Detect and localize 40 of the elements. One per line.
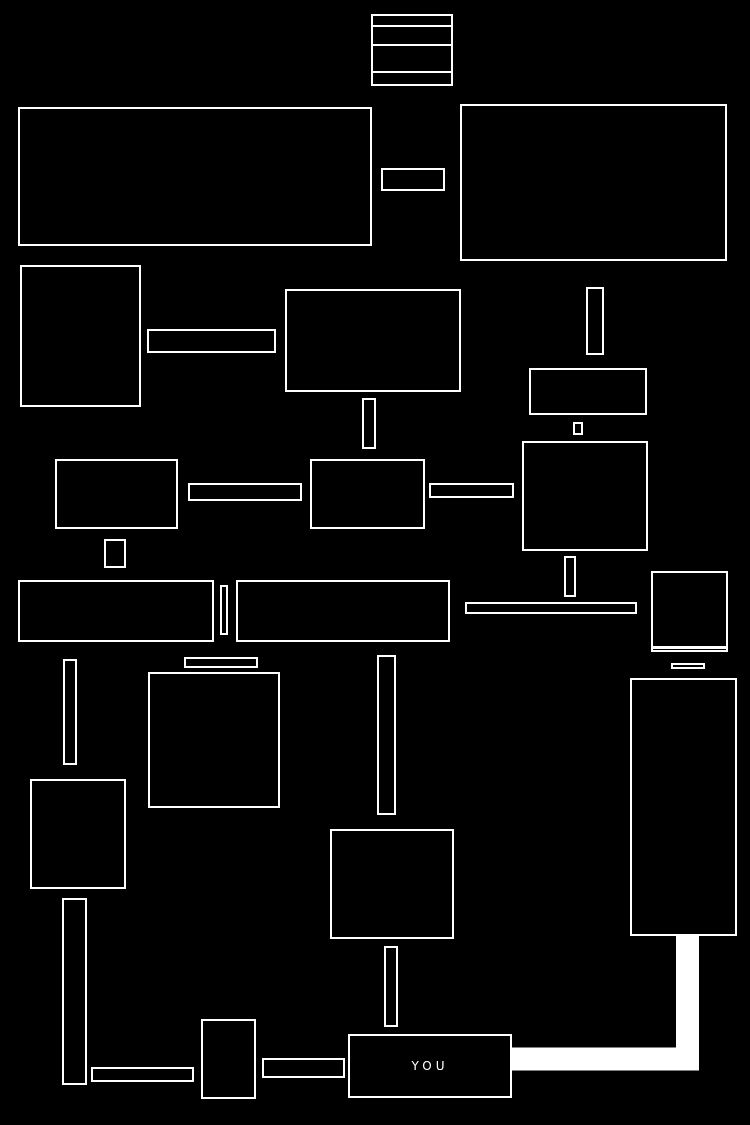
- room-outline: [371, 14, 453, 86]
- corridor-outline: [573, 422, 583, 435]
- room-outline: [522, 441, 648, 551]
- corridor-outline: [564, 556, 576, 597]
- room-outline: [460, 104, 727, 261]
- room-outline: [18, 580, 214, 642]
- corridor-outline: [63, 659, 77, 765]
- room-outline: [55, 459, 178, 529]
- corridor-outline: [377, 655, 396, 815]
- room-outline: [330, 829, 454, 939]
- room-outline: [348, 1034, 512, 1098]
- corridor-outline: [62, 898, 87, 1085]
- room-outline: [651, 571, 728, 648]
- corridor-outline: [188, 483, 302, 501]
- corridor-outline: [362, 398, 376, 449]
- room-outline: [236, 580, 450, 642]
- corridor-outline: [184, 657, 258, 668]
- corridor-outline: [671, 663, 705, 669]
- room-outline: [148, 672, 280, 808]
- room-outline: [529, 368, 647, 415]
- corridor-outline: [651, 647, 728, 652]
- corridor-outline: [91, 1067, 194, 1082]
- room-outline: [285, 289, 461, 392]
- corridor-outline: [262, 1058, 345, 1078]
- corridor-outline: [384, 946, 398, 1027]
- corridor-outline: [465, 602, 637, 614]
- location-label: YOU: [411, 1059, 449, 1073]
- room-outline: [20, 265, 141, 407]
- room-outline: [310, 459, 425, 529]
- corridor-outline: [429, 483, 514, 498]
- corridor-outline: [104, 539, 126, 568]
- room-outline: [630, 678, 737, 936]
- room-outline: [18, 107, 372, 246]
- corridor-outline: [381, 168, 445, 191]
- corridor-outline: [586, 287, 604, 355]
- room-outline: [30, 779, 126, 889]
- corridor-outline: [220, 585, 228, 635]
- route-path: [512, 936, 699, 1071]
- room-outline: [201, 1019, 256, 1099]
- corridor-outline: [147, 329, 276, 353]
